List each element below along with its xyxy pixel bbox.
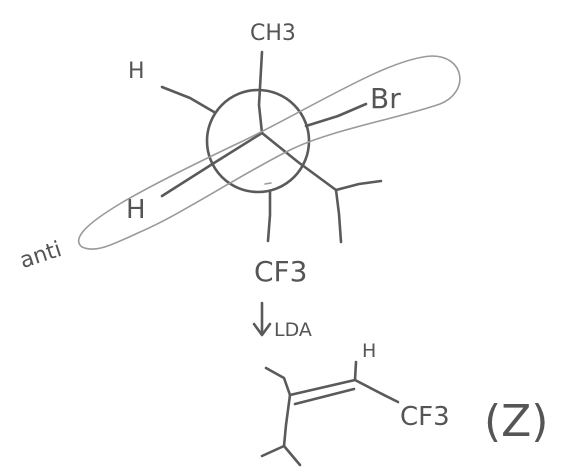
back-bond-upper-left: [160, 85, 216, 114]
anti-label: anti: [17, 237, 65, 274]
alkene-product: H CF3 (Z): [260, 340, 548, 467]
back-bond-down: [266, 189, 272, 243]
front-bond-lower-right: [260, 131, 338, 192]
newman-projection: CH3 H Br H CF3: [126, 21, 401, 288]
alkene-branch-right: [282, 444, 302, 467]
stereo-descriptor: (Z): [484, 396, 548, 447]
label-br: Br: [370, 82, 401, 115]
anti-loop: [77, 55, 461, 250]
label-h-lower: H: [126, 195, 146, 225]
label-ch3: CH3: [250, 21, 296, 46]
front-bond-up: [257, 50, 264, 135]
back-bond-right: [304, 102, 368, 128]
alkene-bond-down: [282, 393, 292, 448]
alkene-double-bond-second: [293, 387, 356, 406]
alkene-double-bond-main: [288, 378, 357, 397]
label-cf3-top: CF3: [254, 255, 307, 288]
stroke-mark: [264, 182, 272, 185]
branch-right: [334, 179, 383, 192]
branch-down: [334, 188, 343, 244]
label-h-upper: H: [128, 59, 145, 84]
front-bond-lower-left: [160, 131, 264, 198]
alkene-branch-left: [260, 444, 286, 458]
reaction-arrow-head: [252, 322, 272, 337]
reagent-label: LDA: [274, 319, 312, 341]
alkene-label-h: H: [362, 340, 376, 362]
alkene-bond-right: [353, 378, 400, 404]
alkene-bond-left: [264, 366, 292, 397]
reaction-arrow-group: LDA: [252, 301, 312, 341]
alkene-bond-up: [353, 360, 358, 382]
alkene-label-cf3: CF3: [400, 402, 450, 432]
